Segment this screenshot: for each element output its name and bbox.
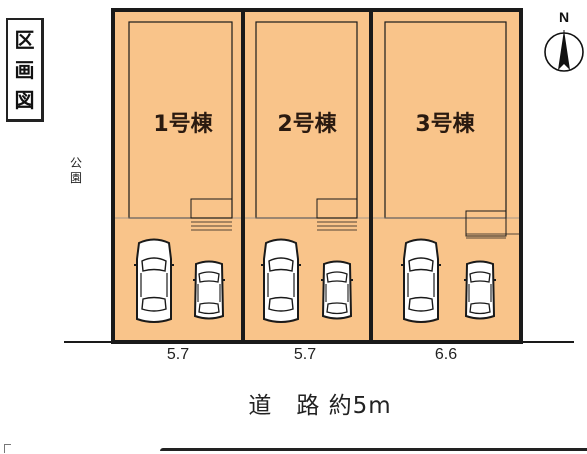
building-label-2: 2号棟: [277, 112, 337, 137]
lot-2: [241, 8, 373, 344]
car-icon: [320, 260, 354, 320]
building-label-1: 1号棟: [153, 112, 213, 137]
car-icon: [463, 260, 497, 320]
compass-north-label: N: [559, 9, 569, 25]
plan-title-box: 区 画 図: [6, 18, 44, 122]
frontage-dimension-2: 5.7: [293, 346, 317, 363]
road-label: 道 路 約5m: [248, 393, 392, 419]
car-icon: [400, 238, 442, 323]
bottom-border-line: [160, 448, 587, 451]
lot-3: [369, 8, 523, 344]
car-icon: [260, 238, 302, 323]
title-char: 区: [14, 27, 35, 52]
porch: [465, 210, 507, 237]
frontage-dimension-3: 6.6: [434, 346, 458, 363]
frontage-dimension-1: 5.7: [166, 346, 190, 363]
porch: [316, 198, 358, 219]
car-icon: [133, 238, 175, 323]
park-label: 公園: [69, 156, 82, 185]
title-char: 図: [14, 87, 35, 112]
porch: [190, 198, 233, 219]
north-compass-icon: N: [544, 9, 584, 72]
title-char: 画: [14, 57, 35, 82]
car-icon: [192, 260, 226, 320]
building-label-3: 3号棟: [415, 112, 475, 137]
corner-mark: [4, 444, 11, 453]
